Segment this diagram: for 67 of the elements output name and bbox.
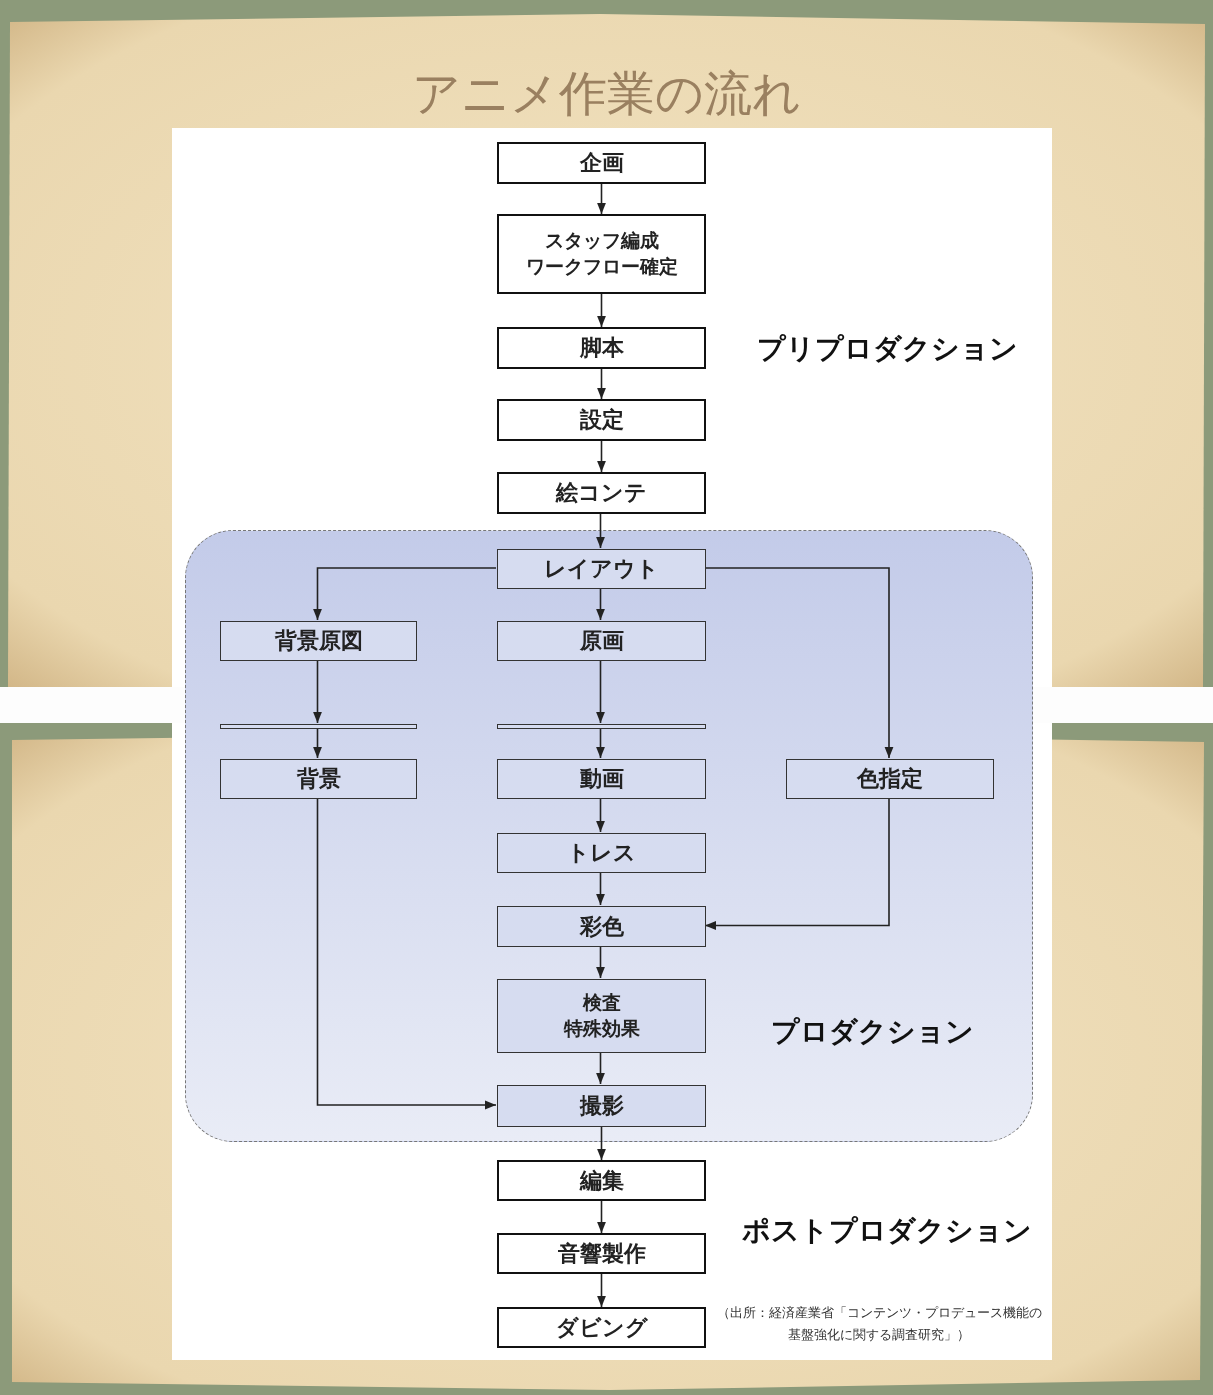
arrow	[597, 368, 606, 400]
process-box	[497, 621, 706, 661]
process-box	[497, 1233, 706, 1274]
process-box	[497, 399, 706, 441]
process-box	[497, 214, 706, 294]
box-label: 色指定	[857, 765, 923, 794]
arrow	[313, 727, 322, 759]
phase-label: プロダクション	[771, 1014, 974, 1050]
process-box	[497, 549, 706, 589]
phase-label: プリプロダクション	[757, 331, 1018, 367]
arrow	[596, 945, 605, 979]
arrow	[313, 567, 497, 621]
arrow	[596, 1051, 605, 1085]
source-note: （出所：経済産業省「コンテンツ・プロデュース機能の基盤強化に関する調査研究」）	[716, 1304, 1042, 1345]
arrow	[313, 659, 322, 724]
process-box	[497, 979, 706, 1053]
box-label: 絵コンテ	[556, 479, 647, 508]
arrow	[316, 797, 497, 1110]
arrow	[597, 440, 606, 473]
process-box	[497, 906, 706, 947]
process-box	[220, 724, 417, 729]
arrow	[704, 567, 894, 759]
arrow	[596, 587, 605, 621]
box-label: 特殊効果	[563, 1016, 640, 1041]
process-box	[220, 621, 417, 661]
process-box	[786, 759, 994, 799]
box-label: 撮影	[579, 1092, 624, 1121]
arrow	[596, 513, 605, 549]
arrow	[596, 727, 605, 759]
arrow	[597, 183, 606, 215]
arrow	[704, 797, 890, 930]
arrow	[596, 871, 605, 906]
box-label: スタッフ編成	[544, 228, 659, 254]
process-box	[497, 1307, 706, 1348]
title: アニメ作業の流れ	[411, 64, 802, 123]
arrow	[596, 659, 605, 724]
process-box	[497, 724, 706, 729]
process-box	[497, 833, 706, 873]
arrow	[597, 1273, 606, 1308]
box-label: ダビング	[555, 1313, 648, 1342]
process-box	[497, 1085, 706, 1127]
box-label: 音響製作	[557, 1239, 646, 1268]
process-box	[497, 759, 706, 799]
process-box	[497, 472, 706, 514]
box-label: 設定	[579, 406, 624, 435]
box-label: 脚本	[579, 334, 624, 363]
box-label: 原画	[579, 627, 624, 656]
box-label: 検査	[582, 990, 621, 1016]
process-box	[497, 1160, 706, 1201]
box-label: 背景原図	[274, 627, 363, 656]
process-box	[497, 327, 706, 369]
box-label: 企画	[579, 149, 624, 178]
phase-region	[185, 530, 1033, 1142]
phase-label: ポストプロダクション	[742, 1213, 1032, 1249]
arrow	[596, 797, 605, 833]
box-label: 編集	[579, 1166, 624, 1195]
process-box	[220, 759, 417, 799]
arrow	[597, 293, 606, 328]
box-label: レイアウト	[544, 555, 659, 584]
arrow	[597, 1200, 606, 1234]
box-label: トレス	[567, 839, 636, 868]
process-box	[497, 142, 706, 184]
arrow	[597, 1125, 606, 1161]
box-label: 彩色	[579, 912, 624, 941]
box-label: 背景	[296, 765, 341, 794]
box-label: ワークフロー確定	[525, 254, 678, 279]
box-label: 動画	[579, 765, 624, 794]
